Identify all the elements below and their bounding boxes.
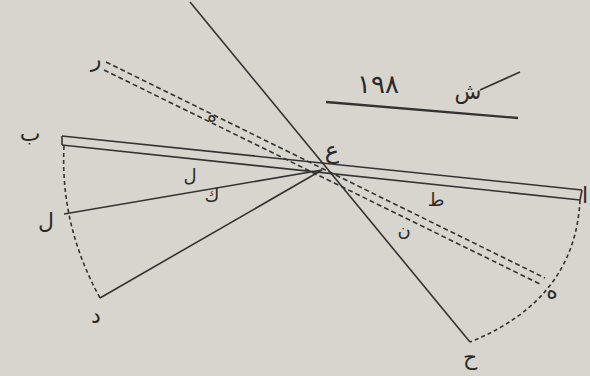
mirror-end: [61, 136, 63, 145]
figure-number: ١٩٨: [357, 71, 399, 97]
mirror-end: [580, 190, 582, 200]
point-label: ح: [463, 347, 477, 369]
figure-abbrev: ش: [455, 81, 482, 103]
dashed-arc: [470, 200, 580, 342]
point-label: د: [91, 305, 101, 327]
title-stroke: [480, 72, 520, 90]
ray-line: [100, 170, 322, 298]
dashed-arc: [64, 146, 100, 298]
title-underline: [326, 102, 518, 118]
point-label: ل: [38, 211, 54, 233]
angle-label: ك: [205, 187, 220, 205]
dashed-mirror: [106, 62, 545, 278]
point-label: ب: [20, 123, 41, 145]
angle-label: ط: [428, 191, 445, 209]
angle-label: ل: [183, 167, 196, 185]
angle-label: ن: [397, 221, 410, 239]
ray-line: [190, 2, 470, 342]
angle-label: ه: [207, 107, 216, 125]
point-label: ه: [546, 281, 558, 303]
point-label: ا: [582, 185, 588, 207]
dashed-mirror: [104, 70, 542, 285]
point-label: ع: [325, 138, 339, 162]
mirror-line: [62, 145, 580, 200]
point-label: ر: [91, 49, 102, 71]
